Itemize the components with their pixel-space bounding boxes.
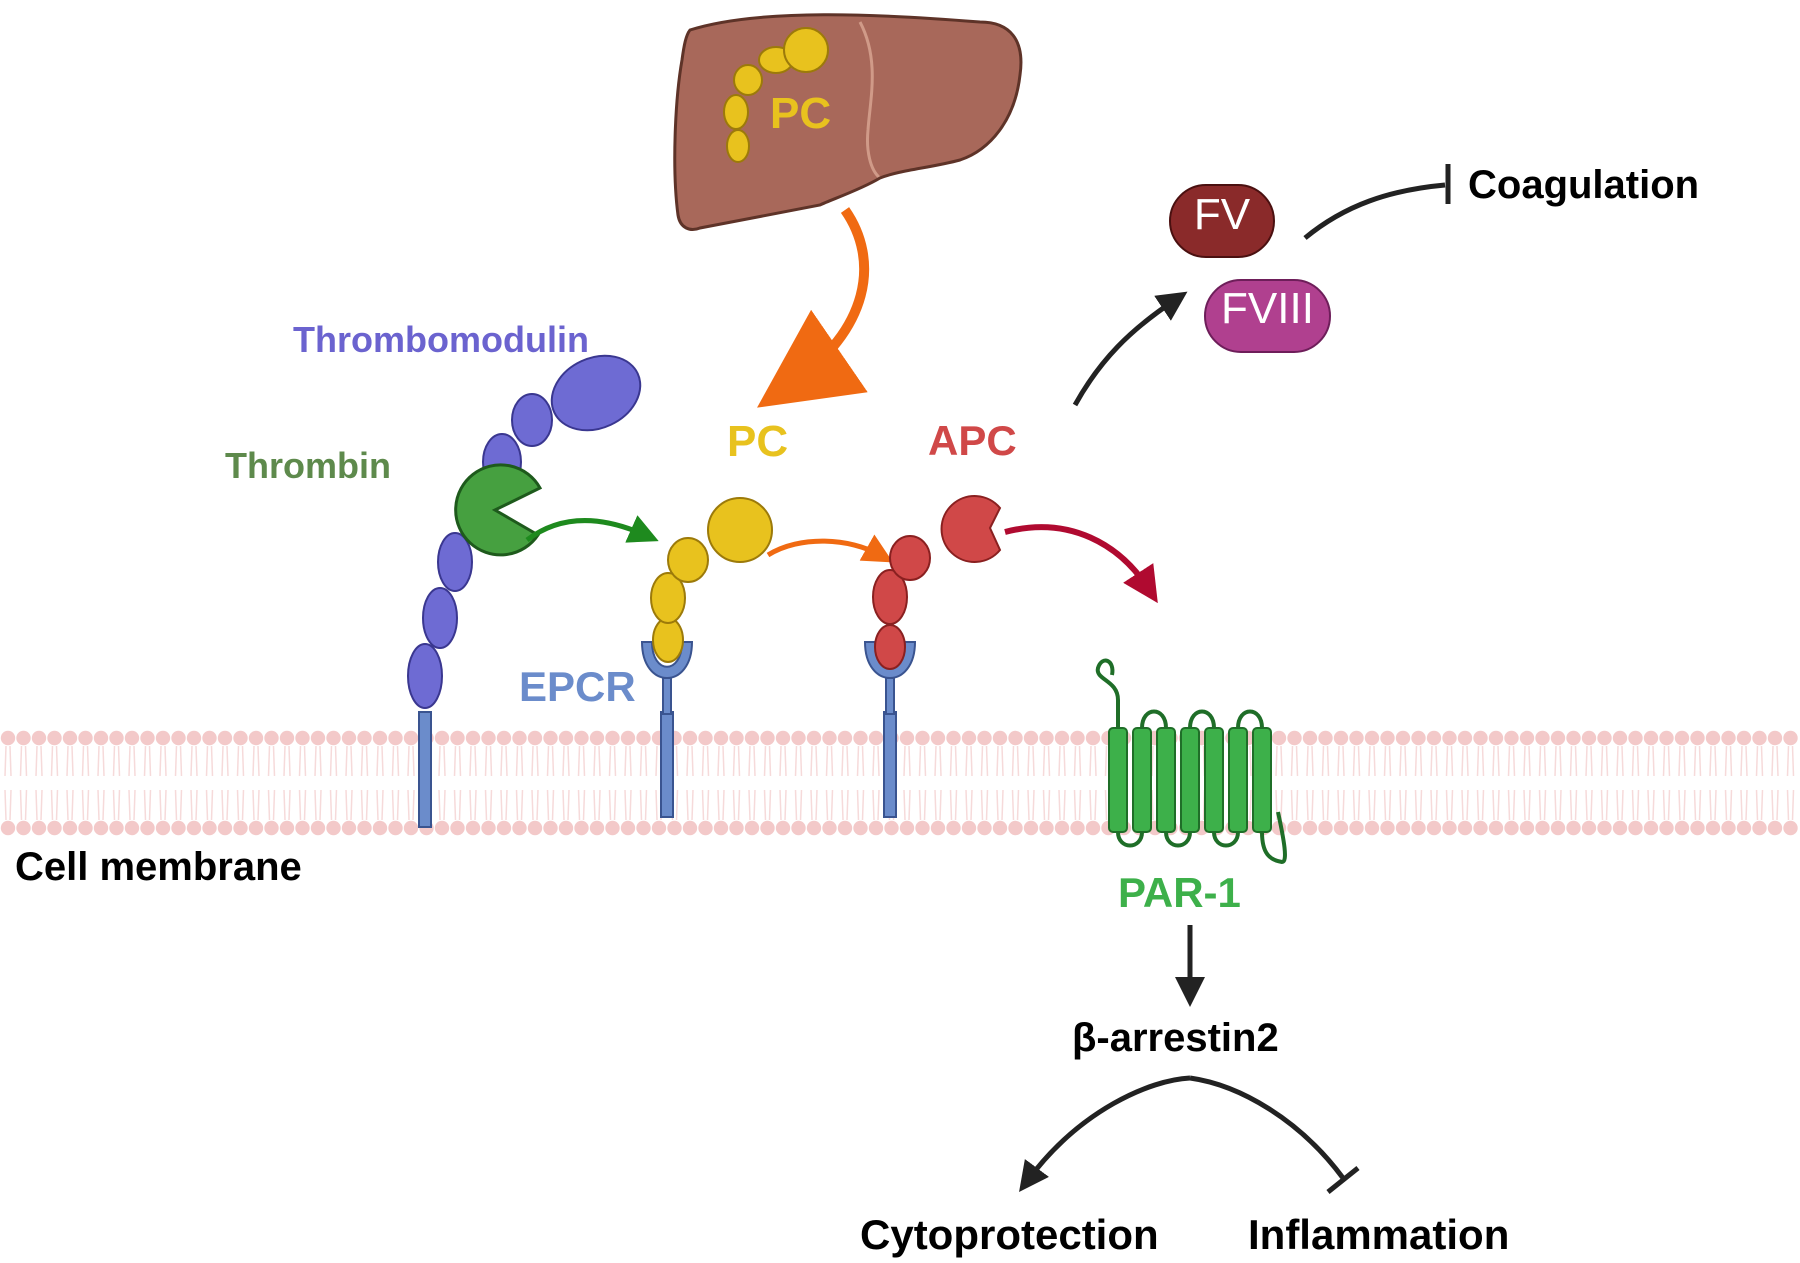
apc-label: APC	[928, 417, 1017, 464]
arrow-barrestin-to-cytoprotection	[1019, 1075, 1191, 1193]
cell-membrane-label: Cell membrane	[15, 845, 302, 889]
thrombin-icon	[455, 464, 540, 555]
arrow-pc-to-apc	[766, 534, 894, 563]
thrombomodulin-label: Thrombomodulin	[293, 319, 589, 360]
fviii-label: FVIII	[1221, 284, 1314, 333]
par1-label: PAR-1	[1118, 869, 1241, 916]
liver-icon	[673, 13, 1023, 231]
arrow-apc-to-par1	[1004, 524, 1158, 604]
fviii-pill	[1204, 279, 1331, 353]
liver-lobe-right	[674, 14, 1021, 230]
epcr-label: EPCR	[519, 663, 636, 710]
liver-protein-c-icon	[723, 27, 829, 163]
protein-c-icon	[650, 497, 773, 663]
liver-pc-label: PC	[770, 89, 832, 138]
thrombomodulin-icon	[407, 354, 642, 828]
fv-label: FV	[1193, 190, 1251, 239]
epcr-receptor-icon	[863, 641, 917, 818]
cell-membrane-icon	[0, 730, 1798, 836]
par1-receptor-icon	[1095, 658, 1287, 865]
arrow-thrombin-to-pc	[525, 515, 659, 543]
arrow-liver-to-pc	[757, 207, 870, 408]
activated-protein-c-icon	[872, 495, 1002, 670]
epcr-receptor-icon	[640, 641, 694, 818]
arrow-apc-to-fviii	[1072, 291, 1188, 407]
liver-outline	[673, 13, 1023, 231]
inflammation-label: Inflammation	[1248, 1211, 1510, 1258]
thrombin-outline	[454, 463, 543, 557]
liver-ligament	[858, 21, 882, 180]
inhibit-inflammation-line	[1189, 1075, 1346, 1180]
coagulation-label: Coagulation	[1468, 163, 1700, 207]
thrombin-label: Thrombin	[225, 445, 391, 486]
cytoprotection-label: Cytoprotection	[860, 1211, 1159, 1258]
inhibit-inflammation-bar	[1326, 1166, 1360, 1194]
inhibit-coagulation-line	[1303, 182, 1446, 240]
beta-arrestin2-label: β-arrestin2	[1072, 1016, 1279, 1060]
fv-pill	[1169, 184, 1275, 258]
pc-label: PC	[727, 417, 789, 466]
